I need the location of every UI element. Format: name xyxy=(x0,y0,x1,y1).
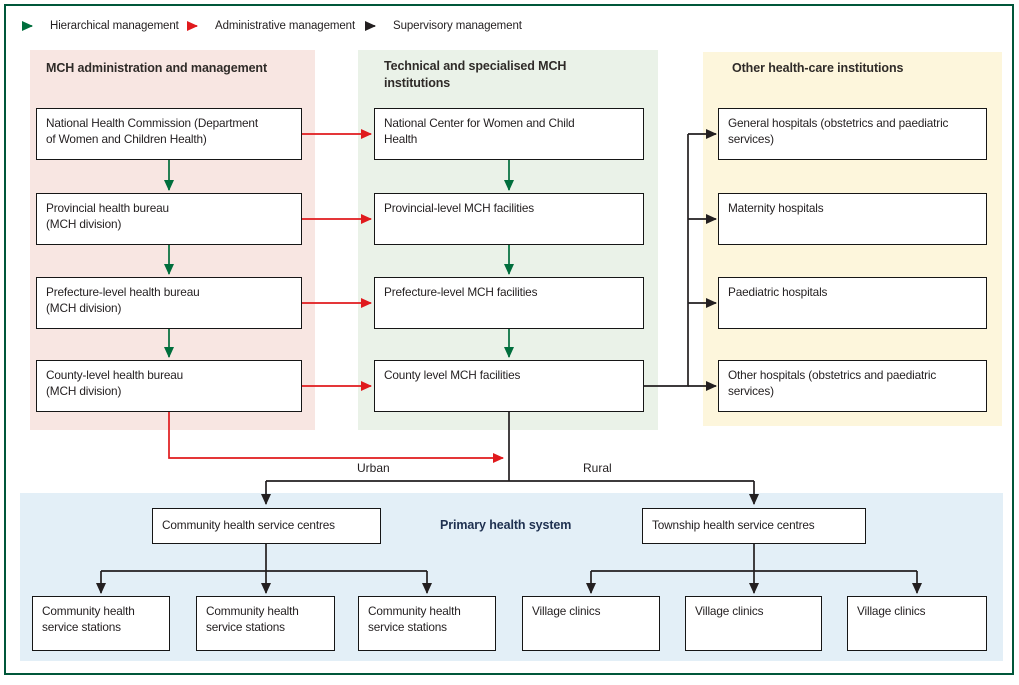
node-national-health-commission: National Health Commission (Department o… xyxy=(36,108,302,160)
node-county-mch-facilities: County level MCH facilities xyxy=(374,360,644,412)
node-village-clinics-3: Village clinics xyxy=(847,596,987,651)
red-right-arrow-icon xyxy=(187,21,198,31)
legend-label: Supervisory management xyxy=(393,20,522,32)
node-provincial-mch-facilities: Provincial-level MCH facilities xyxy=(374,193,644,245)
primary-system-title: Primary health system xyxy=(440,518,572,532)
node-national-center-wch: National Center for Women and Child Heal… xyxy=(374,108,644,160)
node-county-health-bureau: County-level health bureau (MCH division… xyxy=(36,360,302,412)
label-urban: Urban xyxy=(357,461,390,475)
node-township-health-centres: Township health service centres xyxy=(642,508,866,544)
label-rural: Rural xyxy=(583,461,612,475)
legend-label: Hierarchical management xyxy=(50,20,179,32)
node-other-hospitals: Other hospitals (obstetrics and paediatr… xyxy=(718,360,987,412)
node-community-health-stations-2: Community health service stations xyxy=(196,596,335,651)
figure-frame xyxy=(4,4,1014,675)
node-village-clinics-2: Village clinics xyxy=(685,596,822,651)
column-title-mch-admin: MCH administration and management xyxy=(46,61,268,75)
legend-item-supervisory: Supervisory management xyxy=(365,20,522,32)
node-community-health-centres: Community health service centres xyxy=(152,508,381,544)
node-prefecture-health-bureau: Prefecture-level health bureau (MCH divi… xyxy=(36,277,302,329)
node-prefecture-mch-facilities: Prefecture-level MCH facilities xyxy=(374,277,644,329)
legend-item-administrative: Administrative management xyxy=(187,20,355,32)
node-community-health-stations-3: Community health service stations xyxy=(358,596,496,651)
legend: Hierarchical management Administrative m… xyxy=(0,20,1019,38)
black-right-arrow-icon xyxy=(365,21,376,31)
legend-label: Administrative management xyxy=(215,20,356,32)
node-provincial-health-bureau: Provincial health bureau (MCH division) xyxy=(36,193,302,245)
column-title-technical-mch: Technical and specialised MCH institutio… xyxy=(384,59,567,90)
node-maternity-hospitals: Maternity hospitals xyxy=(718,193,987,245)
node-village-clinics-1: Village clinics xyxy=(522,596,660,651)
column-title-other-institutions: Other health-care institutions xyxy=(732,61,904,75)
legend-item-hierarchical: Hierarchical management xyxy=(22,20,179,32)
node-community-health-stations-1: Community health service stations xyxy=(32,596,170,651)
green-right-arrow-icon xyxy=(22,21,33,31)
node-paediatric-hospitals: Paediatric hospitals xyxy=(718,277,987,329)
node-general-hospitals: General hospitals (obstetrics and paedia… xyxy=(718,108,987,160)
